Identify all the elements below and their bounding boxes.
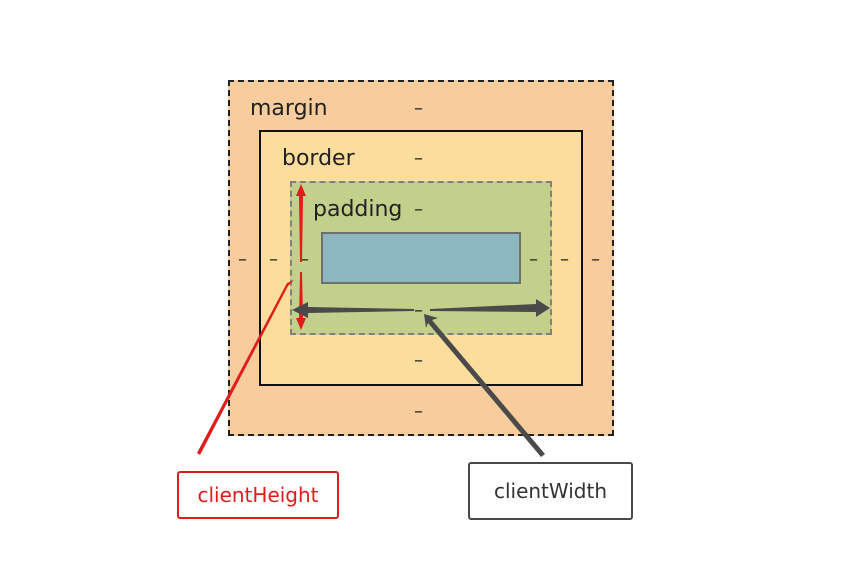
padding-bottom-value: – — [414, 300, 423, 321]
margin-label: margin — [250, 96, 328, 121]
padding-label: padding — [313, 197, 403, 222]
client-height-arrow-down — [296, 272, 306, 330]
client-height-label: clientHeight — [197, 483, 319, 507]
padding-left-value: – — [300, 249, 309, 270]
client-width-callout: clientWidth — [468, 462, 633, 520]
client-height-arrow-up — [296, 184, 306, 262]
client-width-arrow-right — [430, 299, 550, 317]
border-left-value: – — [269, 249, 278, 270]
content-box — [321, 232, 521, 284]
margin-left-value: – — [238, 249, 247, 270]
margin-right-value: – — [591, 249, 600, 270]
client-width-arrow-left — [292, 302, 414, 318]
margin-bottom-value: – — [414, 401, 423, 422]
border-bottom-value: – — [414, 350, 423, 371]
border-label: border — [282, 146, 355, 171]
client-width-label: clientWidth — [493, 479, 608, 503]
border-top-value: – — [414, 148, 423, 169]
client-height-pointer — [197, 280, 294, 455]
client-width-pointer — [424, 314, 545, 457]
client-height-callout: clientHeight — [177, 471, 339, 519]
padding-top-value: – — [414, 199, 423, 220]
margin-top-value: – — [414, 98, 423, 119]
border-right-value: – — [560, 249, 569, 270]
padding-right-value: – — [529, 249, 538, 270]
